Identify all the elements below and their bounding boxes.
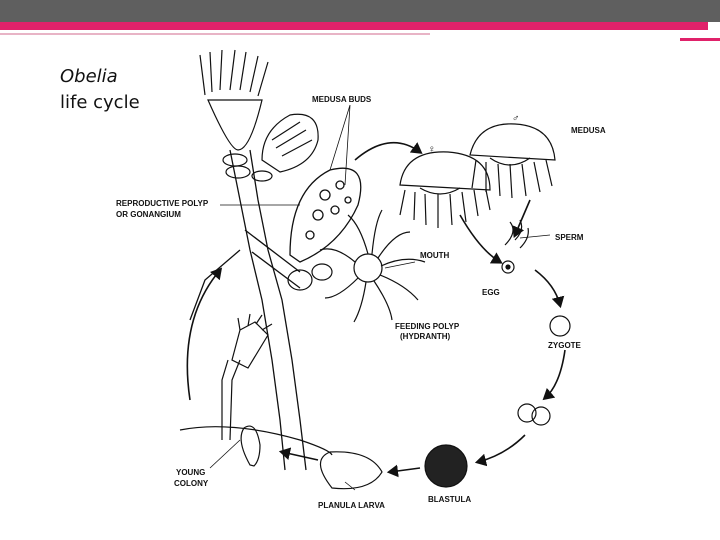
female-medusa	[400, 152, 490, 228]
label-planula-larva: PLANULA LARVA	[318, 501, 385, 510]
cycle-arrows	[187, 143, 565, 472]
label-feeding-polyp-1: FEEDING POLYP	[395, 322, 460, 331]
life-stages	[320, 220, 570, 489]
label-medusa-buds: MEDUSA BUDS	[312, 95, 372, 104]
gonangium-hydranth	[200, 50, 268, 178]
young-colony	[180, 314, 332, 466]
label-medusa: MEDUSA	[571, 126, 606, 135]
label-reproductive-polyp-1: REPRODUCTIVE POLYP	[116, 199, 209, 208]
bud-polyp	[252, 114, 318, 181]
male-symbol: ♂	[512, 113, 520, 124]
label-zygote: ZYGOTE	[548, 341, 582, 350]
reproductive-polyp	[290, 168, 361, 262]
female-symbol: ♀	[428, 144, 436, 155]
label-feeding-polyp-2: (HYDRANTH)	[400, 332, 451, 341]
label-blastula: BLASTULA	[428, 495, 471, 504]
label-egg: EGG	[482, 288, 500, 297]
label-mouth: MOUTH	[420, 251, 450, 260]
label-sperm: SPERM	[555, 233, 584, 242]
label-young-colony-1: YOUNG	[176, 468, 205, 477]
label-young-colony-2: COLONY	[174, 479, 209, 488]
male-medusa	[470, 124, 555, 198]
colony-stalk	[190, 150, 306, 470]
feeding-polyp	[288, 210, 425, 322]
label-reproductive-polyp-2: OR GONANGIUM	[116, 210, 181, 219]
